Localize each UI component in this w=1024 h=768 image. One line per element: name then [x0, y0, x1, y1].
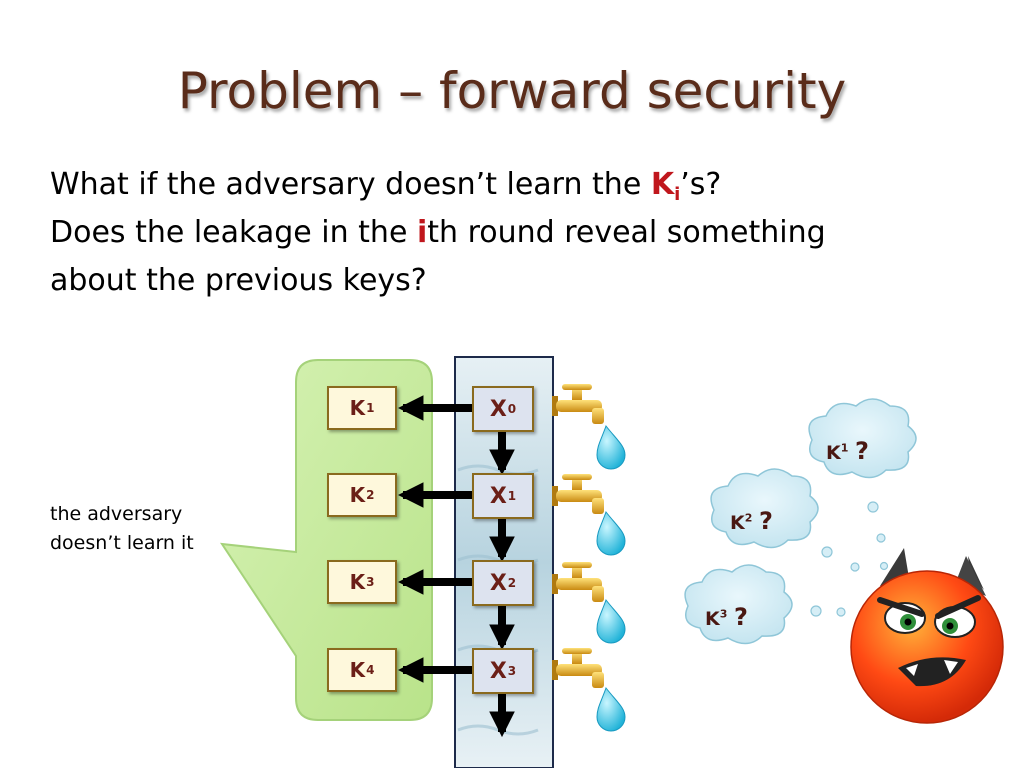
thought-2-question: ? [759, 507, 773, 535]
body-line-3: about the previous keys? [50, 263, 427, 298]
round-i: i [416, 215, 428, 250]
state-x1-label: X [489, 483, 507, 509]
leak-drop-icon [596, 598, 626, 644]
state-x1-index: 1 [507, 489, 517, 503]
state-x2-label: X [489, 570, 507, 596]
state-x3-label: X [489, 658, 507, 684]
thought-cloud-2 [710, 468, 819, 549]
key-k3-label: K [349, 570, 366, 594]
leak-drop-icon [596, 510, 626, 556]
side-note-line-2: doesn’t learn it [50, 532, 194, 554]
side-note: the adversary doesn’t learn it [50, 500, 194, 558]
key-k2-index: 2 [366, 488, 375, 502]
thought-1-index: 1 [840, 441, 849, 455]
thought-2-text: K2 ? [730, 507, 773, 535]
state-x0-label: X [489, 396, 507, 422]
adversary-devil-icon [850, 548, 1004, 724]
leak-tap-icon [552, 384, 604, 424]
thought-3-text: K3 ? [705, 603, 748, 631]
thought-1-question: ? [855, 437, 869, 465]
thought-dots [810, 501, 889, 617]
leak-tap-icon [552, 648, 604, 688]
key-k2-label: K [349, 483, 366, 507]
leak-drop-icon [596, 686, 626, 732]
thought-cloud-1 [808, 398, 917, 479]
key-k-letter: K [650, 167, 675, 202]
key-k-i: Ki [650, 167, 681, 205]
key-k4-index: 4 [366, 663, 375, 677]
body-line-1-suffix: ’s? [680, 167, 722, 202]
key-k3-index: 3 [366, 575, 375, 589]
body-line-1: What if the adversary doesn’t learn the … [50, 170, 721, 204]
key-i-subscript: i [674, 184, 681, 205]
key-k4-label: K [349, 658, 366, 682]
thought-3-k: K [705, 608, 720, 630]
leak-tap-icon [552, 474, 604, 514]
thought-1-text: K1 ? [826, 437, 869, 465]
key-k1-label: K [349, 396, 366, 420]
key-k1-index: 1 [366, 401, 375, 415]
state-x3-index: 3 [507, 664, 517, 678]
body-line-2-suffix: th round reveal something [427, 215, 826, 250]
side-note-line-1: the adversary [50, 503, 183, 525]
thought-2-index: 2 [744, 511, 753, 525]
leak-drop-icon [596, 424, 626, 470]
thought-1-k: K [826, 442, 841, 464]
thought-2-k: K [730, 512, 745, 534]
state-x2-index: 2 [507, 576, 517, 590]
body-line-2-text: Does the leakage in the [50, 215, 417, 250]
body-line-2: Does the leakage in the ith round reveal… [50, 218, 826, 248]
body-line-1-text: What if the adversary doesn’t learn the [50, 167, 651, 202]
speech-bubble [219, 359, 433, 721]
slide-title: Problem – forward security [177, 62, 847, 120]
thought-3-question: ? [734, 603, 748, 631]
leak-tap-icon [552, 562, 604, 602]
thought-3-index: 3 [719, 607, 728, 621]
state-x0-index: 0 [507, 402, 517, 416]
thought-cloud-3 [684, 564, 793, 645]
